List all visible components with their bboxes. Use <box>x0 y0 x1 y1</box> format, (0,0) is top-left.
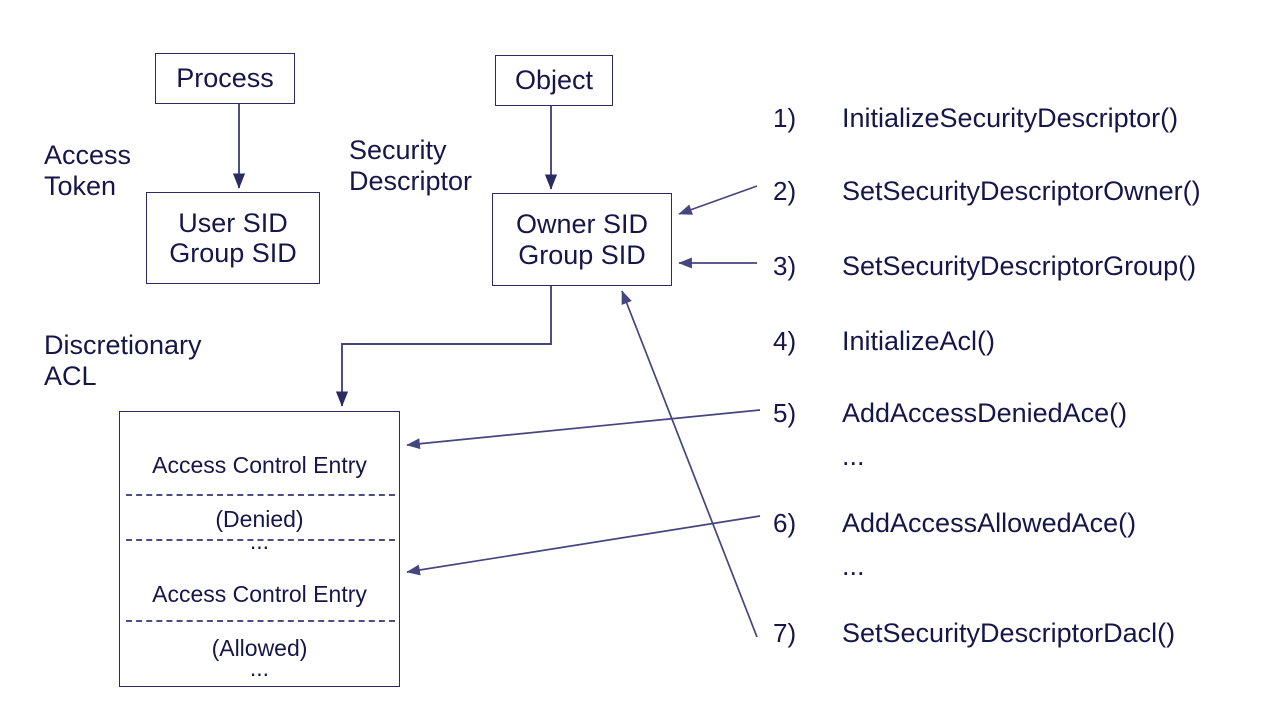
callout-line-2 <box>678 185 758 215</box>
api-number-6: 6) <box>773 508 797 538</box>
api-item-initialize-security-descriptor[interactable]: InitializeSecurityDescriptor() <box>842 103 1179 133</box>
ace-ellipsis-2: ... <box>120 628 399 709</box>
api-item-add-access-denied-ace[interactable]: AddAccessDeniedAce() <box>842 398 1128 428</box>
api-item-add-access-allowed-ace[interactable]: AddAccessAllowedAce() <box>842 508 1137 538</box>
api-number-1: 1) <box>773 103 797 133</box>
process-box-label: Process <box>176 63 274 94</box>
ace-divider-2 <box>126 539 395 541</box>
ace-denied-subtitle: (Denied) <box>215 506 304 533</box>
access-token-label: Access Token <box>44 140 132 201</box>
api-number-3: 3) <box>773 251 797 281</box>
object-box-label: Object <box>514 65 594 96</box>
ace-divider-3 <box>126 620 395 622</box>
callout-line-5 <box>406 409 761 450</box>
callout-line-6 <box>406 515 761 576</box>
process-box[interactable]: Process <box>155 53 295 104</box>
security-descriptor-group-sid: Group SID <box>518 239 646 270</box>
ace-denied-title: Access Control Entry <box>152 452 367 479</box>
ace-divider-1 <box>126 494 395 496</box>
security-descriptor-label: Security Descriptor <box>349 135 473 196</box>
access-token-group-sid: Group SID <box>169 238 297 268</box>
api-number-7: 7) <box>773 618 797 648</box>
callout-line-7 <box>621 290 758 638</box>
security-descriptor-owner-sid: Owner SID <box>515 209 649 240</box>
ace-ellipsis-1-text: ... <box>249 528 270 555</box>
api-number-2: 2) <box>773 176 797 206</box>
ace-ellipsis-2-text: ... <box>249 655 270 682</box>
ace-allowed-entry[interactable]: Access Control Entry (Allowed) <box>120 554 399 690</box>
object-box[interactable]: Object <box>495 55 613 106</box>
api-item-denied-ellipsis: ... <box>842 441 865 471</box>
ace-denied-entry[interactable]: Access Control Entry (Denied) <box>120 425 399 561</box>
api-item-initialize-acl[interactable]: InitializeAcl() <box>842 326 996 356</box>
ace-ellipsis-1: ... <box>120 501 399 582</box>
api-item-set-security-descriptor-dacl[interactable]: SetSecurityDescriptorDacl() <box>842 618 1176 648</box>
discretionary-acl-label: Discretionary ACL <box>44 330 202 391</box>
api-item-set-security-descriptor-group[interactable]: SetSecurityDescriptorGroup() <box>842 251 1197 281</box>
api-number-4: 4) <box>773 326 797 356</box>
dacl-box[interactable]: Access Control Entry (Denied) ... Access… <box>119 411 400 687</box>
arrow-security-descriptor-to-dacl <box>335 286 552 407</box>
api-item-set-security-descriptor-owner[interactable]: SetSecurityDescriptorOwner() <box>842 176 1201 206</box>
security-descriptor-box[interactable]: Owner SID Group SID <box>492 193 672 286</box>
ace-allowed-title: Access Control Entry <box>152 581 367 608</box>
ace-allowed-subtitle: (Allowed) <box>211 635 308 662</box>
api-number-5: 5) <box>773 398 797 428</box>
access-token-user-sid: User SID <box>178 207 288 238</box>
access-token-box[interactable]: User SID Group SID <box>146 192 320 284</box>
api-item-allowed-ellipsis: ... <box>842 551 865 581</box>
